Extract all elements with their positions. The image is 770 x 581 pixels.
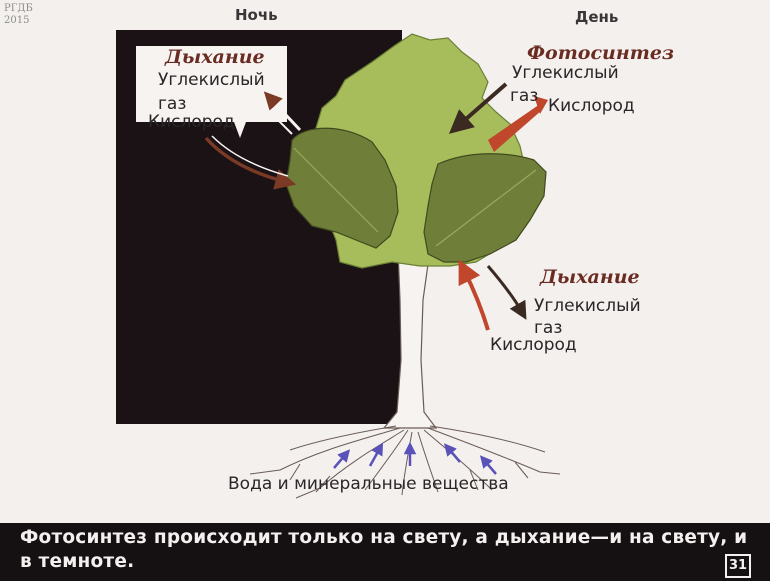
day-respiration-co2-line2: газ	[534, 318, 563, 338]
day-respiration-oxygen-label: Кислород	[490, 335, 577, 355]
caption-bar: Фотосинтез происходит только на свету, а…	[0, 523, 770, 581]
day-oxygen-out-arrow	[488, 104, 542, 152]
right-leaf	[423, 153, 547, 263]
corner-mark-line1: РГДБ	[4, 3, 33, 14]
corner-mark: РГДБ 2015	[4, 3, 33, 27]
day-header: День	[575, 8, 619, 26]
roots-label: Вода и минеральные вещества	[228, 474, 509, 494]
night-co2-out-arrow-2	[261, 103, 293, 135]
tree-trunk	[382, 249, 438, 429]
day-respiration-title: Дыхание	[540, 266, 640, 288]
photosynthesis-title: Фотосинтез	[527, 42, 675, 64]
day-respiration-co2-line1: Углекислый	[534, 296, 641, 316]
night-header: Ночь	[235, 6, 278, 24]
night-co2-out-arrow-1	[263, 91, 302, 132]
night-co2-line1: Углекислый	[158, 70, 265, 90]
page-number: 31	[725, 554, 751, 578]
photosynthesis-co2-line1: Углекислый	[512, 63, 619, 83]
day-co2-in-arrow	[448, 82, 508, 134]
photosynthesis-co2-line2: газ	[510, 86, 539, 106]
caption-text: Фотосинтез происходит только на свету, а…	[20, 527, 748, 572]
root-water-arrows	[333, 441, 497, 475]
photosynthesis-oxygen-label: Кислород	[548, 96, 635, 116]
night-oxygen-label: Кислород	[148, 112, 235, 132]
left-leaf	[285, 127, 399, 249]
night-co2-line2: газ	[158, 94, 187, 114]
day-co2-out-arrow	[486, 265, 527, 320]
day-oxygen-in-arrow	[458, 259, 490, 331]
night-oxygen-in-arrow	[204, 136, 297, 190]
night-label-box	[136, 46, 287, 138]
corner-mark-line2: 2015	[4, 15, 30, 26]
night-respiration-title: Дыхание	[165, 46, 265, 68]
